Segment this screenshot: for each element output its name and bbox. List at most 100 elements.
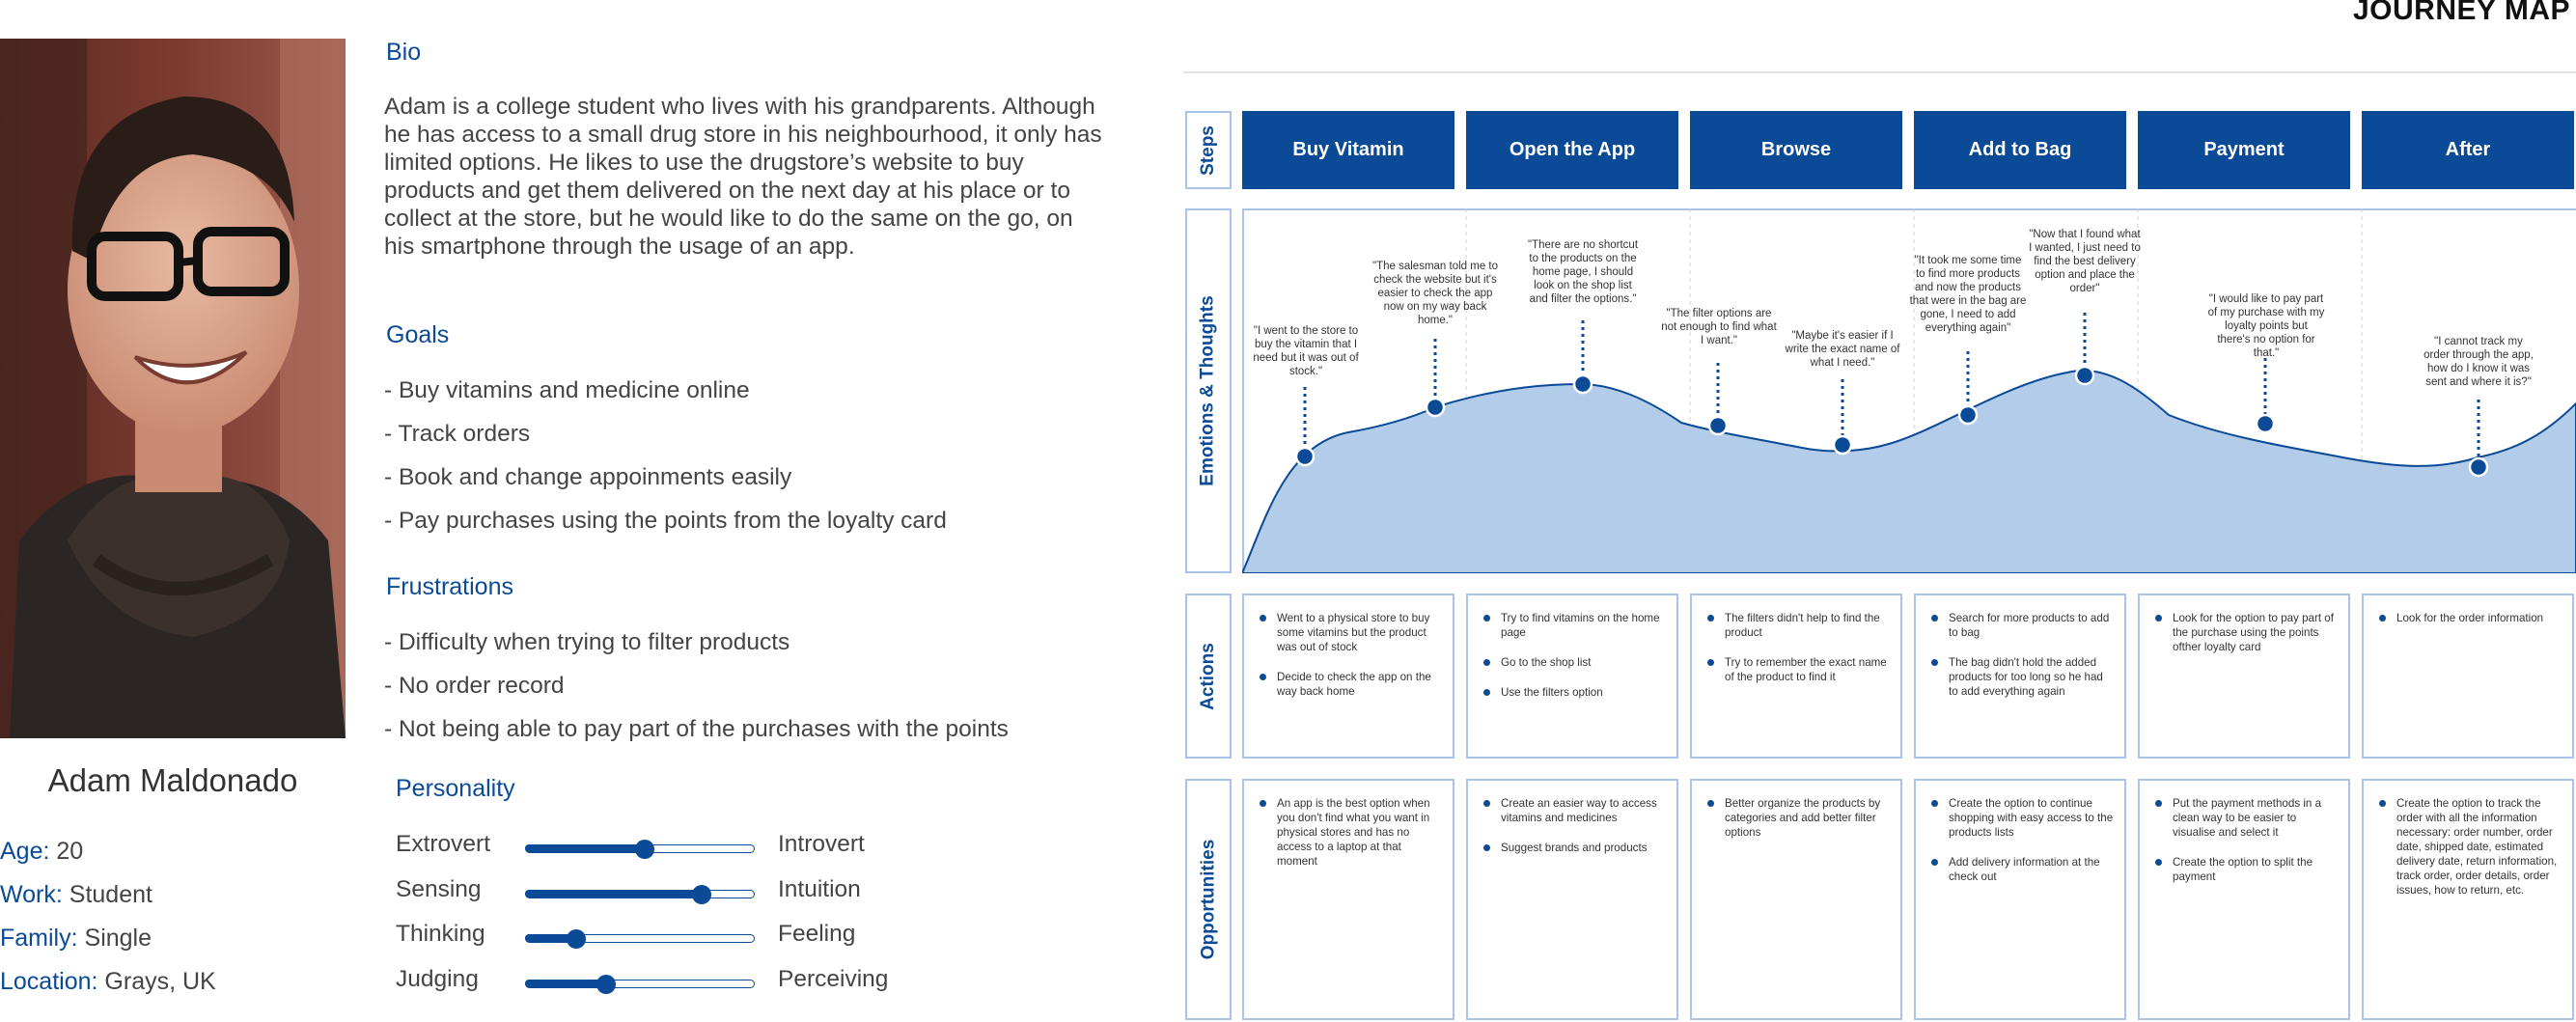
- row-label-text: Emotions & Thoughts: [1198, 295, 1218, 486]
- actions-cell-browse: The filters didn't help to find the prod…: [1690, 594, 1902, 759]
- quote-payment: "I would like to pay part of my purchase…: [2207, 293, 2325, 359]
- opportunity-item: Suggest brands and products: [1478, 841, 1667, 855]
- step-add-to-bag: Add to Bag: [1914, 111, 2126, 189]
- emotion-point: [1832, 434, 1853, 456]
- persona-facts: Age: 20 Work: Student Family: Single Loc…: [0, 830, 216, 1004]
- fact-value: 20: [56, 838, 84, 865]
- goal-item: - Pay purchases using the points from th…: [384, 508, 947, 534]
- emotion-curve-chart: [1242, 208, 2576, 573]
- row-label-text: Opportunities: [1198, 839, 1218, 960]
- slider-track: [525, 975, 755, 994]
- goals-heading: Goals: [386, 321, 450, 348]
- persona-portrait-illustration: [0, 39, 346, 738]
- goal-item: - Book and change appoinments easily: [384, 464, 792, 490]
- row-label-text: Actions: [1198, 642, 1218, 710]
- emotion-point: [1707, 415, 1729, 436]
- emotion-point: [2468, 456, 2489, 478]
- slider-knob: [596, 975, 616, 994]
- action-item: Look for the option to pay part of the p…: [2149, 611, 2339, 654]
- slider-track: [525, 885, 755, 904]
- quote-open-app-2: "There are no shortcut to the products o…: [1527, 239, 1639, 305]
- emotion-point: [1294, 446, 1316, 467]
- quote-browse-2: "Maybe it's easier if I write the exact …: [1785, 330, 1900, 369]
- step-buy-vitamin: Buy Vitamin: [1242, 111, 1454, 189]
- trait-right-label: Intuition: [778, 876, 861, 902]
- actions-cell-open-app: Try to find vitamins on the home page Go …: [1466, 594, 1678, 759]
- fact-value: Single: [84, 925, 152, 952]
- quote-buy-vitamin: "I went to the store to buy the vitamin …: [1253, 325, 1359, 377]
- opportunity-item: Create an easier way to access vitamins …: [1478, 796, 1667, 825]
- action-item: Go to the shop list: [1478, 655, 1667, 670]
- quote-after: "I cannot track my order through the app…: [2424, 336, 2534, 388]
- step-after: After: [2362, 111, 2574, 189]
- opportunities-cell-buy-vitamin: An app is the best option when you don't…: [1242, 779, 1454, 1020]
- slider-track: [525, 840, 755, 859]
- quote-add-to-bag-2: "Now that I found what I wanted, I just …: [2029, 229, 2141, 294]
- emotion-point: [1957, 404, 1979, 426]
- opportunities-cell-open-app: Create an easier way to access vitamins …: [1466, 779, 1678, 1020]
- opportunity-item: An app is the best option when you don't…: [1254, 796, 1443, 869]
- fact-family: Family: Single: [0, 917, 216, 960]
- step-browse: Browse: [1690, 111, 1902, 189]
- frustration-item: - Difficulty when trying to filter produ…: [384, 629, 790, 655]
- action-item: Search for more products to add to bag: [1925, 611, 2115, 640]
- frustrations-list: - Difficulty when trying to filter produ…: [384, 621, 1009, 751]
- trait-right-label: Introvert: [778, 831, 865, 857]
- action-item: The bag didn't hold the added products f…: [1925, 655, 2115, 699]
- frustration-item: - Not being able to pay part of the purc…: [384, 716, 1009, 742]
- slider-knob: [634, 840, 654, 859]
- actions-cell-buy-vitamin: Went to a physical store to buy some vit…: [1242, 594, 1454, 759]
- emotion-markers: [1294, 313, 2489, 478]
- goal-item: - Track orders: [384, 421, 531, 447]
- fact-age: Age: 20: [0, 830, 216, 873]
- action-item: Decide to check the app on the way back …: [1254, 670, 1443, 699]
- fact-label: Work:: [0, 881, 63, 908]
- row-label-steps: Steps: [1185, 111, 1232, 189]
- slider-fill: [525, 980, 605, 987]
- slider-fill: [525, 844, 644, 852]
- fact-work: Work: Student: [0, 873, 216, 917]
- actions-cell-after: Look for the order information: [2362, 594, 2574, 759]
- emotion-point: [1425, 397, 1446, 418]
- frustrations-heading: Frustrations: [386, 573, 513, 600]
- quote-browse-1: "The filter options are not enough to fi…: [1661, 308, 1777, 346]
- trait-left-label: Judging: [396, 966, 479, 992]
- opportunity-item: Better organize the products by categori…: [1702, 796, 1891, 840]
- slider-fill: [525, 934, 575, 942]
- opportunity-item: Create the option to split the payment: [2149, 855, 2339, 884]
- action-item: Try to remember the exact name of the pr…: [1702, 655, 1891, 684]
- action-item: Look for the order information: [2373, 611, 2562, 625]
- opportunities-cell-after: Create the option to track the order wit…: [2362, 779, 2574, 1020]
- opportunity-item: Put the payment methods in a clean way t…: [2149, 796, 2339, 840]
- action-item: The filters didn't help to find the prod…: [1702, 611, 1891, 640]
- step-open-the-app: Open the App: [1466, 111, 1678, 189]
- goal-item: - Buy vitamins and medicine online: [384, 377, 750, 403]
- row-label-text: Steps: [1198, 124, 1218, 176]
- persona-name: Adam Maldonado: [47, 762, 298, 798]
- row-label-opportunities: Opportunities: [1185, 779, 1232, 1020]
- quote-open-app-1: "The salesman told me to check the websi…: [1372, 261, 1499, 326]
- journey-map-title: JOURNEY MAP: [2353, 0, 2570, 26]
- opportunity-item: Create the option to continue shopping w…: [1925, 796, 2115, 840]
- row-label-emotions: Emotions & Thoughts: [1185, 208, 1232, 573]
- action-item: Use the filters option: [1478, 685, 1667, 700]
- step-payment: Payment: [2138, 111, 2350, 189]
- actions-cell-payment: Look for the option to pay part of the p…: [2138, 594, 2350, 759]
- persona-photo: [0, 39, 346, 738]
- emotion-point: [1572, 373, 1593, 395]
- opportunity-item: Add delivery information at the check ou…: [1925, 855, 2115, 884]
- action-item: Try to find vitamins on the home page: [1478, 611, 1667, 640]
- bio-heading: Bio: [386, 39, 422, 66]
- action-item: Went to a physical store to buy some vit…: [1254, 611, 1443, 654]
- trait-left-label: Thinking: [396, 921, 485, 947]
- emotion-point: [2074, 365, 2095, 386]
- row-label-actions: Actions: [1185, 594, 1232, 759]
- slider-track: [525, 929, 755, 949]
- opportunities-cell-browse: Better organize the products by categori…: [1690, 779, 1902, 1020]
- fact-label: Age:: [0, 838, 50, 865]
- opportunities-cell-payment: Put the payment methods in a clean way t…: [2138, 779, 2350, 1020]
- fact-value: Student: [69, 881, 152, 908]
- trait-right-label: Perceiving: [778, 966, 889, 992]
- slider-knob: [566, 929, 586, 949]
